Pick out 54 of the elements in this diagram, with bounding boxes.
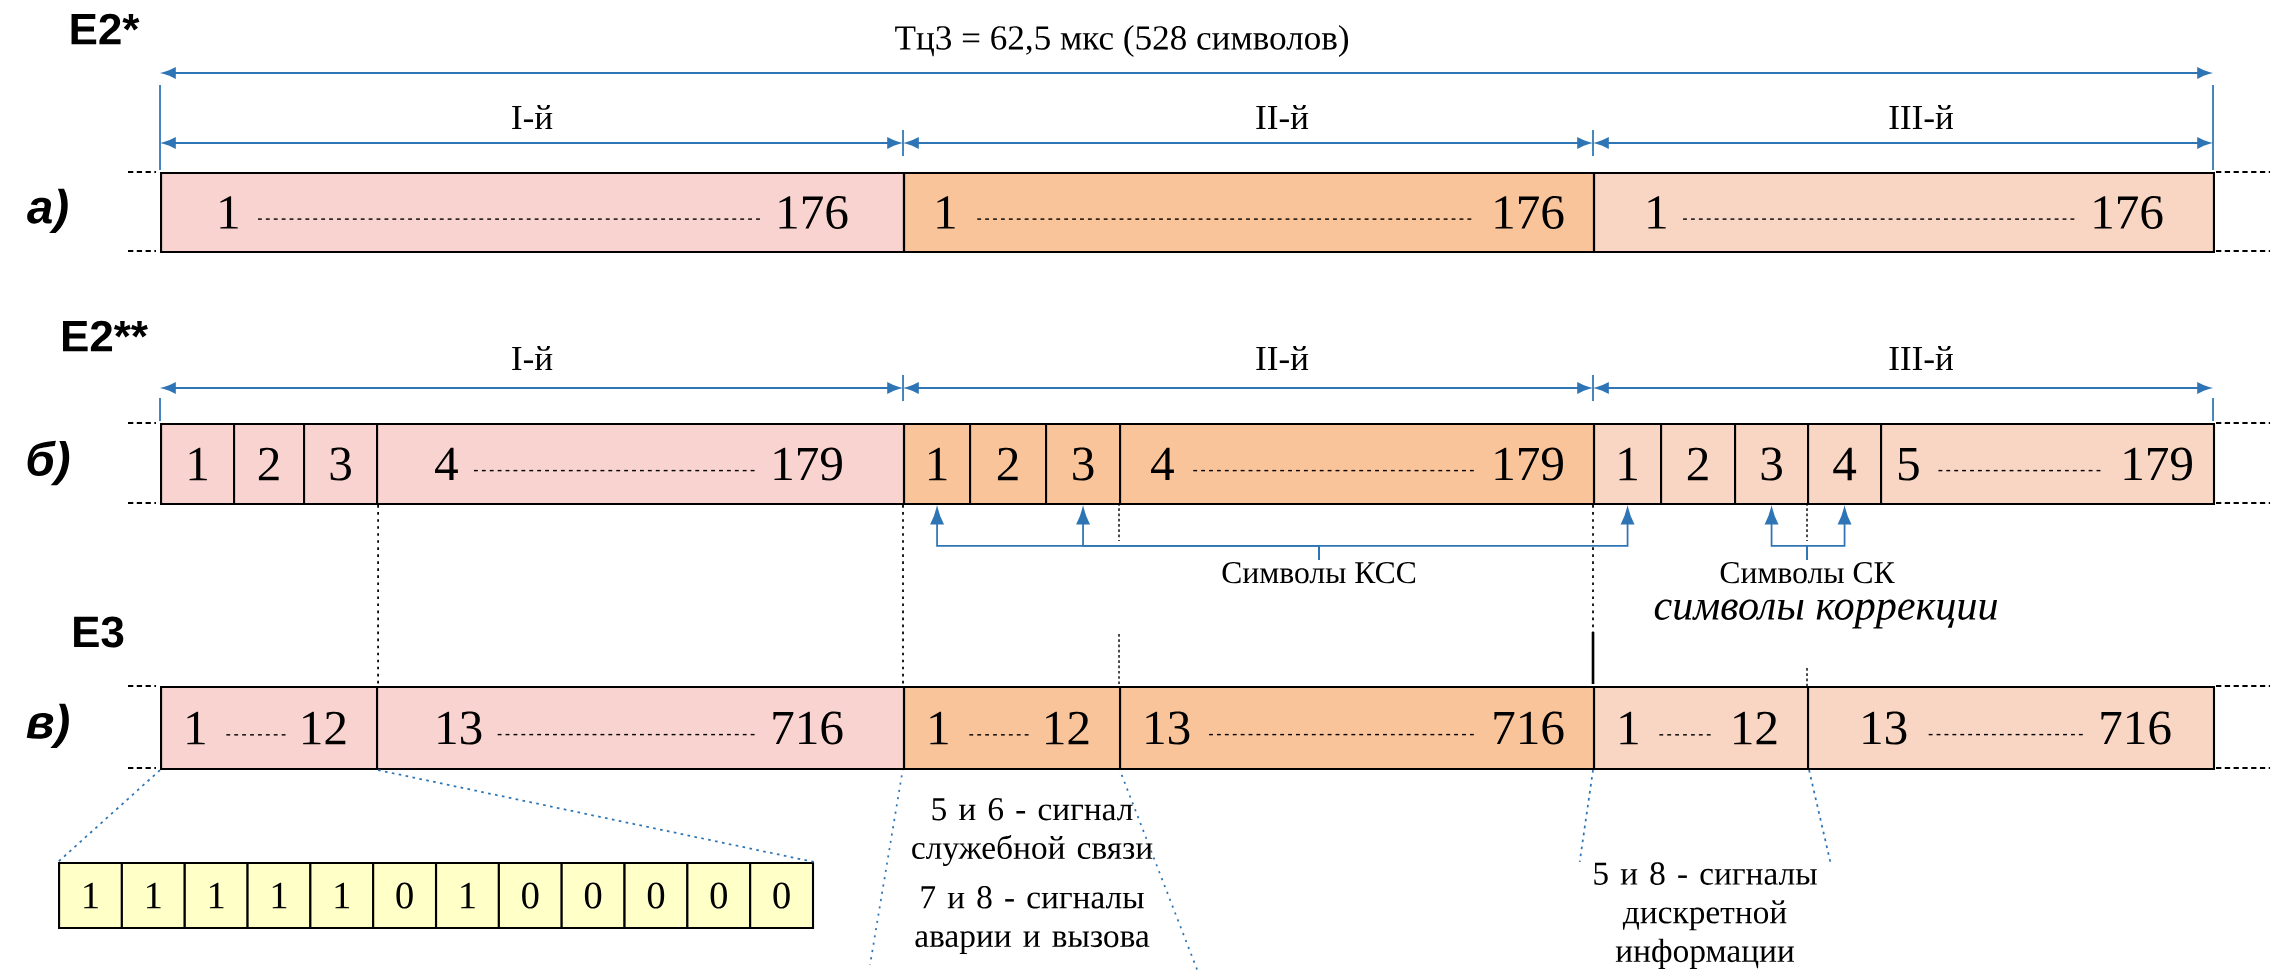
projection-line — [1808, 769, 1832, 863]
cell: 0 — [560, 862, 626, 930]
row-letter: а) — [27, 188, 68, 234]
dimension-label: II-й — [1256, 345, 1309, 370]
cell: 1 — [1593, 423, 1663, 506]
cell: 0 — [623, 862, 689, 930]
dimension-label: Tц3 = 62,5 мкс (528 символов) — [895, 25, 1348, 57]
dimension-label: I-й — [512, 345, 553, 370]
cell: 1 — [435, 862, 500, 930]
dimension-label: II-й — [1256, 104, 1309, 129]
cell: 1 — [120, 862, 186, 930]
cell: 1 — [246, 862, 312, 930]
note-text: 7 и 8 - сигналы аварии и вызова — [915, 886, 1150, 954]
dimension-label: I-й — [512, 104, 553, 129]
bracket-label: Символы СК — [1720, 562, 1895, 584]
cell: 1 — [903, 423, 972, 506]
cell: 1 — [160, 423, 236, 506]
cell: 2 — [1660, 423, 1737, 506]
row-letter: б) — [27, 440, 70, 486]
cell: 0 — [372, 862, 438, 930]
cell: 1 12 — [903, 686, 1122, 771]
cell: 1 — [309, 862, 375, 930]
arrow — [1806, 507, 1851, 561]
cell: 3 — [1734, 423, 1810, 506]
note-text: 5 и 6 - сигнал служебной связи — [912, 798, 1153, 866]
cell: 0 — [749, 862, 815, 930]
dimension-label: III-й — [1889, 104, 1953, 129]
cell: 1 12 — [1593, 686, 1810, 771]
projection-line — [377, 769, 815, 863]
dimension-label: III-й — [1889, 345, 1953, 370]
cell: 4 — [1807, 423, 1883, 506]
projection-line — [1578, 769, 1594, 863]
row-tag: E3 — [74, 616, 124, 648]
row-tag: E2** — [63, 320, 148, 352]
cell: 2 — [233, 423, 306, 506]
cell: 0 — [497, 862, 563, 930]
cell: 0 — [686, 862, 752, 930]
projection-line — [57, 769, 161, 863]
cell: 1 176 — [160, 172, 905, 254]
cell: 2 — [969, 423, 1048, 506]
cell: 1 — [183, 862, 249, 930]
note-text: символы коррекции — [1654, 599, 1998, 629]
note-text: 5 и 8 - сигналы дискретной информации — [1594, 862, 1817, 969]
cell: 3 — [1045, 423, 1122, 506]
row-letter: в) — [26, 703, 69, 749]
cell: 13 716 — [1807, 686, 2216, 771]
arrow — [1318, 507, 1634, 561]
cell: 1 12 — [160, 686, 379, 771]
bracket-label: Символы КСС — [1222, 562, 1416, 584]
cell: 1 176 — [903, 172, 1595, 254]
cell: 1 — [58, 862, 123, 930]
cell: 1 176 — [1593, 172, 2215, 254]
cell: 3 — [303, 423, 379, 506]
row-tag: E2* — [71, 13, 140, 45]
